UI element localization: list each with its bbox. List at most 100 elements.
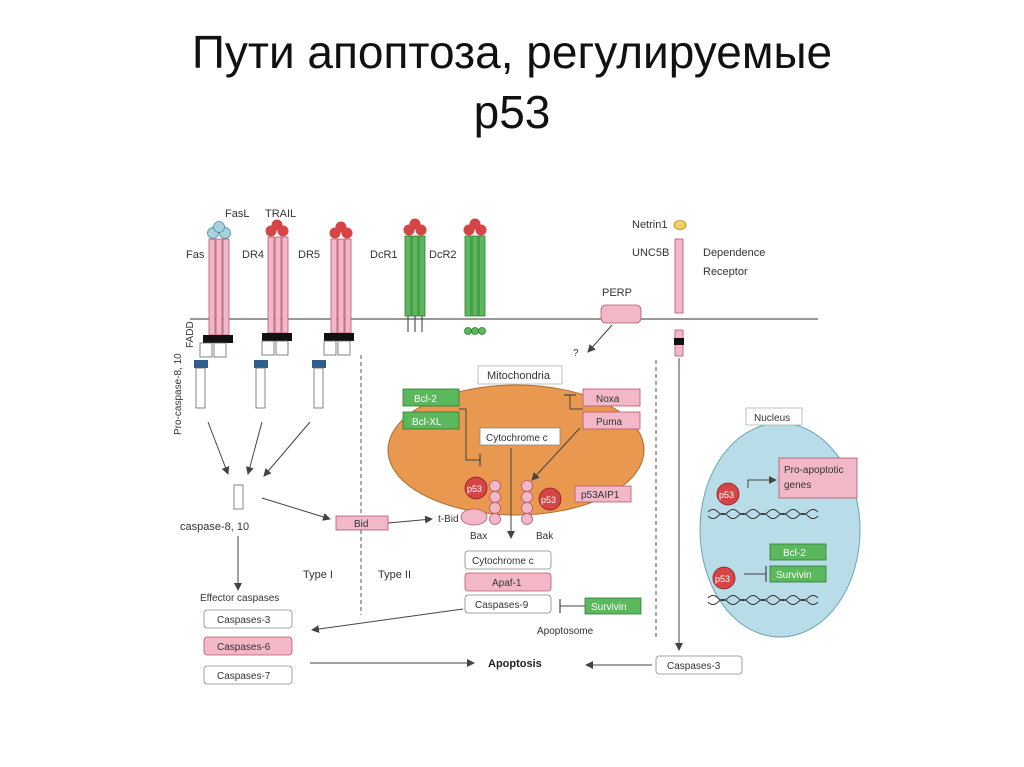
bclxl-box [402,411,460,430]
p53-mito-right [538,487,562,511]
dependence-receptor-label-1: Dependence [703,247,765,259]
apaf-label: Apaf-1 [492,578,522,589]
bax-label: Bax [470,531,487,542]
bcl-inhibition-line [459,408,480,461]
bcl2-mito-box [402,388,460,407]
dna-top [707,509,819,519]
netrin-label: Netrin1 [632,219,667,231]
unc5b-label: UNC5B [632,247,669,259]
p53-mito-right-label: p53 [541,495,556,505]
arrow-casp9-effector [311,608,464,633]
noxa-label: Noxa [596,394,620,405]
type2-label: Type II [378,569,411,581]
fadd-label: FADD [185,321,196,348]
effector-caspase6-label: Caspases-6 [217,642,271,653]
dr4-receptor [254,219,292,409]
dna-bottom [707,595,819,605]
arrow-bid-tbid [387,515,433,524]
arrow-puma-bak [531,427,581,481]
survivin-nucleus-box [769,565,827,583]
bid-label: Bid [354,519,368,530]
caspase8-label: caspase-8, 10 [180,521,249,533]
dependence-receptor-label-2: Receptor [703,266,748,278]
arrow-casp8-bid [261,497,331,521]
apaf-box [464,572,552,592]
perp-question: ? [573,348,579,359]
unc5b-receptor [674,238,684,357]
procaspase-label: Pro-caspase-8, 10 [173,353,184,435]
cytochrome-label: Cytochrome c [472,556,534,567]
dcr1-receptor [403,218,427,332]
proapoptotic-genes-label-2: genes [784,480,811,491]
bax-complex [460,480,501,526]
caspase3-right-box [655,655,743,675]
p53aip1-box [574,485,632,503]
p53-nucleus-top-label: p53 [719,490,734,500]
cytochrome-mito-box [479,427,561,446]
arrow-fas-casp8 [207,421,230,475]
dr5-receptor [312,221,354,409]
cytochrome-box [464,550,552,570]
dr4-label: DR4 [242,249,264,261]
apoptosome-label: Apoptosome [537,626,594,637]
type1-label: Type I [303,569,333,581]
tbid-label: t-Bid [438,514,459,525]
bclxl-label: Bcl-XL [412,417,442,428]
bak-label: Bak [536,531,554,542]
arrow-dr5-casp8 [263,421,311,477]
proapoptotic-genes-label-1: Pro-apoptotic [784,465,843,476]
mitochondria-label-box [477,365,563,385]
effector-caspase7-box [203,665,293,685]
mitochondria-label: Mitochondria [487,370,551,382]
proapoptotic-genes-box [778,457,858,499]
dcr2-receptor [463,218,487,335]
nucleus-label-box [745,407,803,426]
survivin-label: Survivin [591,602,627,613]
slide-title-line-1: Пути апоптоза, регулируемые [191,26,833,78]
p53-mito-left [464,476,488,500]
perp-label: PERP [602,287,632,299]
puma-label: Puma [596,417,623,428]
caspase8-box [233,484,244,510]
apoptosis-label: Apoptosis [488,658,542,670]
dcr2-label: DcR2 [429,249,457,261]
caspase9-label: Caspases-9 [475,600,529,611]
bcl2-mito-label: Bcl-2 [414,394,437,405]
bak-complex [521,480,533,525]
dcr1-label: DcR1 [370,249,398,261]
cytochrome-mito-label: Cytochrome c [486,433,548,444]
nucleus [699,422,861,638]
arrow-dr4-casp8 [245,421,263,475]
bcl2-nucleus-box [769,543,827,561]
noxa-box [582,388,641,407]
perp-arrow [587,324,613,353]
p53-nucleus-bottom [712,566,736,590]
bcl2-nucleus-label: Bcl-2 [783,548,806,559]
caspase3-right-label: Caspases-3 [667,661,721,672]
netrin-ligand [673,220,687,230]
effector-caspase6-box [203,636,293,656]
effector-header: Effector caspases [200,593,279,604]
caspase9-box [464,594,552,614]
fasl-label: FasL [225,208,249,220]
effector-caspase3-box [203,609,293,629]
p53-nucleus-top [716,482,740,506]
slide-title-line-2: p53 [473,86,551,138]
dr5-label: DR5 [298,249,320,261]
trail-label: TRAIL [265,208,296,220]
survivin-nucleus-label: Survivin [776,570,812,581]
p53-mito-left-label: p53 [467,484,482,494]
perp-box [600,304,642,324]
fas-label: Fas [186,249,205,261]
arrow-p53-genes [747,476,777,488]
effector-caspase3-label: Caspases-3 [217,615,271,626]
puma-box [582,411,641,430]
p53-nucleus-bottom-label: p53 [715,574,730,584]
p53aip1-label: p53AIP1 [581,490,620,501]
fas-receptor [194,221,233,409]
effector-caspase7-label: Caspases-7 [217,671,271,682]
noxa-puma-inhibition [569,395,583,410]
slide-title: Пути апоптоза, регулируемые p53 [0,22,1024,142]
nucleus-label: Nucleus [754,413,790,424]
